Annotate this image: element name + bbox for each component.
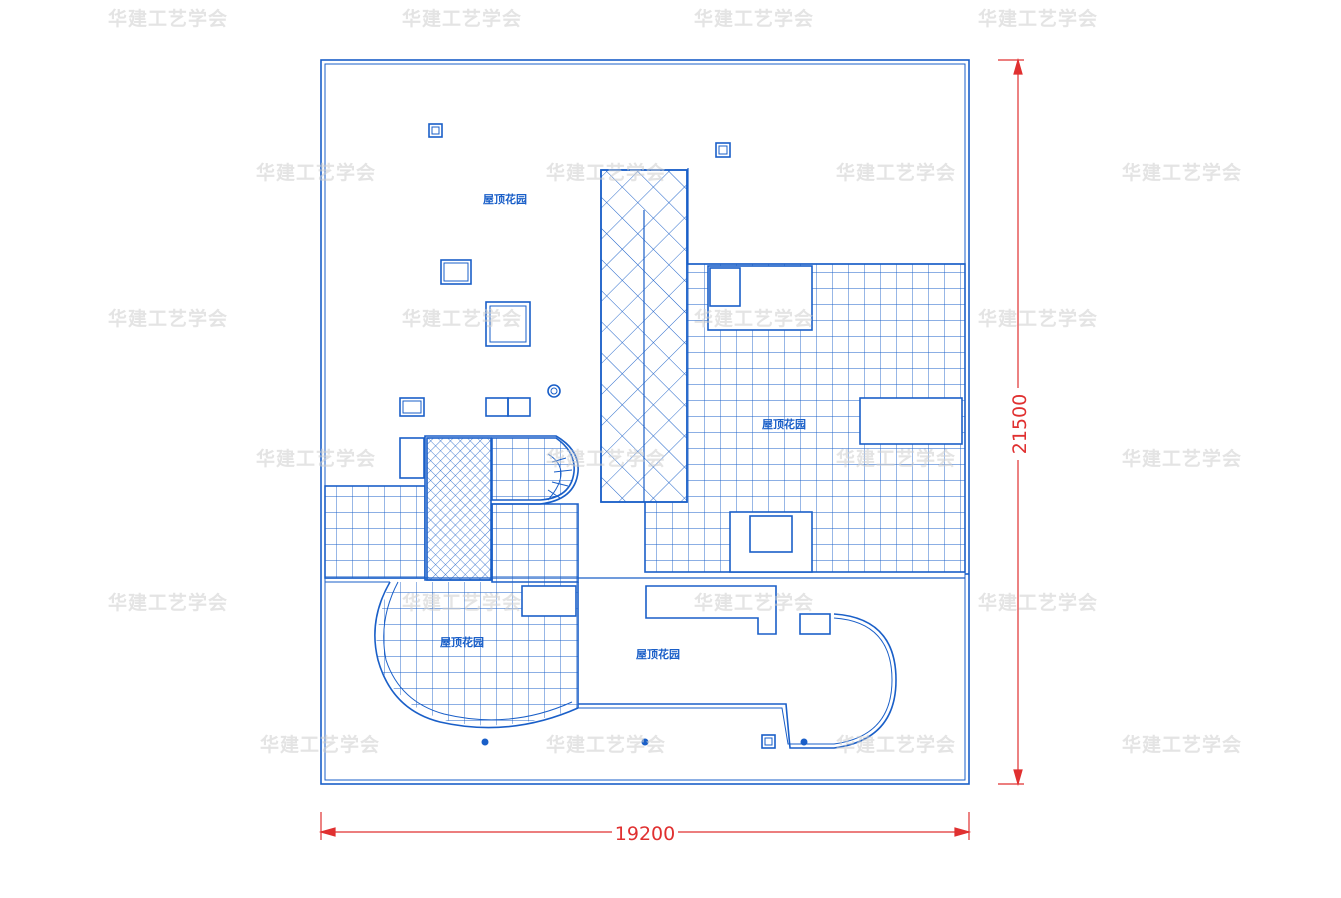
dimension-height-text: 21500 xyxy=(1009,394,1031,454)
skylight-medium xyxy=(440,259,472,285)
bottom-center-wall xyxy=(645,585,777,635)
label-garden-bottom-left: 屋顶花园 xyxy=(440,635,484,649)
skylight-small xyxy=(428,123,443,138)
dimension-width-text: 19200 xyxy=(615,823,675,845)
drain-dot xyxy=(481,738,489,746)
skylight-large xyxy=(485,301,531,347)
dimension-width xyxy=(318,812,972,840)
label-garden-right: 屋顶花园 xyxy=(762,417,806,431)
side-opening xyxy=(859,397,963,445)
label-garden-top-left: 屋顶花园 xyxy=(483,192,527,206)
left-tiled-strip xyxy=(324,485,426,579)
outer-wall xyxy=(320,59,970,785)
bottom-left-opening xyxy=(521,585,577,617)
drain-circle xyxy=(547,384,561,398)
label-garden-bottom-center: 屋顶花园 xyxy=(636,647,680,661)
curved-wall xyxy=(578,613,897,749)
dimension-height xyxy=(998,57,1024,787)
drain-dot xyxy=(800,738,808,746)
small-opening xyxy=(799,613,831,635)
spiral-stair-hatch xyxy=(426,437,492,581)
drain-dot xyxy=(641,738,649,746)
